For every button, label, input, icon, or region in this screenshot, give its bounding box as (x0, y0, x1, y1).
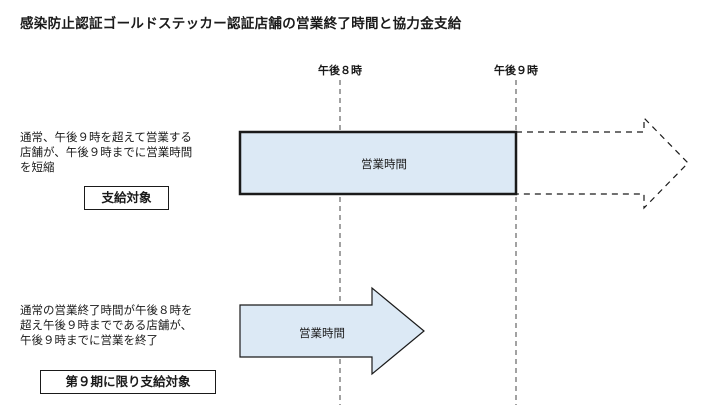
former-hours-dashed-arrow (516, 116, 689, 210)
case2-description: 通常の営業終了時間が午後８時を 超え午後９時までである店舗が、 午後９時までに営… (20, 303, 193, 347)
case1-badge: 支給対象 (84, 186, 169, 210)
time-label-9pm: 午後９時 (494, 64, 538, 77)
business-hours-arrow (239, 286, 425, 376)
time-label-8pm: 午後８時 (318, 64, 362, 77)
business-hours-bar-shortened (238, 130, 518, 196)
case2-badge: 第９期に限り支給対象 (40, 370, 216, 394)
case1-description: 通常、午後９時を超えて営業する 店舗が、午後９時までに営業時間 を短縮 (20, 130, 193, 174)
arrow-label-case2: 営業時間 (299, 326, 345, 340)
bar-label-case1: 営業時間 (361, 157, 407, 171)
diagram-title: 感染防止認証ゴールドステッカー認証店舗の営業終了時間と協力金支給 (20, 16, 462, 32)
